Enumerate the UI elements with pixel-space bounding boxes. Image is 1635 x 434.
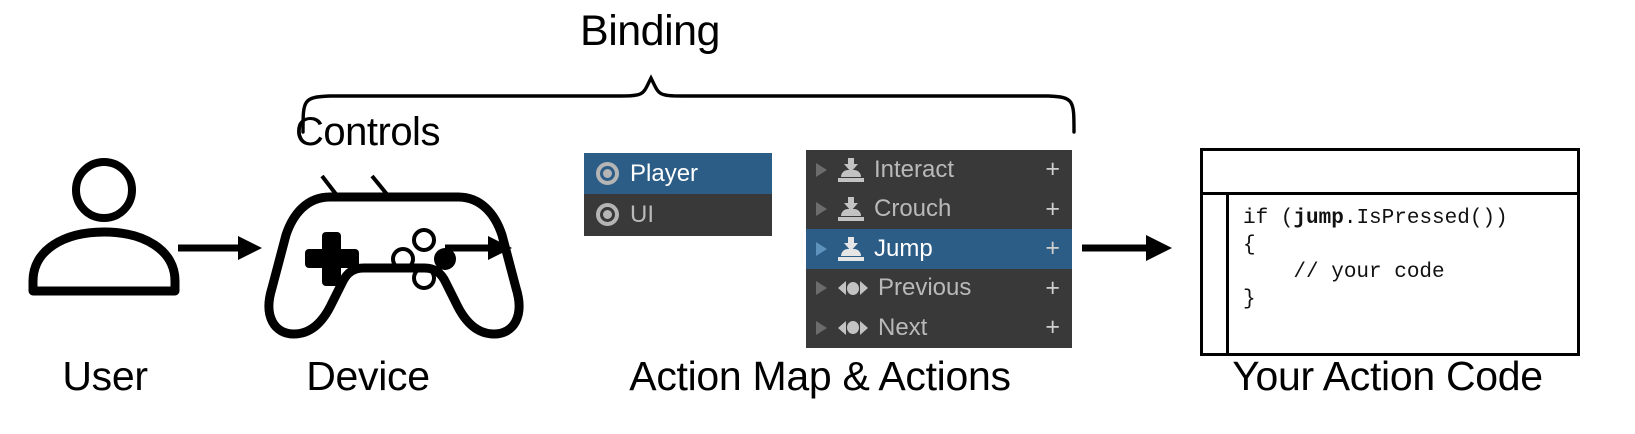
add-binding-button[interactable]: + [1045,155,1060,184]
dpad-cross-icon [305,232,359,286]
action-label: Jump [874,234,933,262]
code-line-4: } [1243,288,1256,311]
action-label: Next [878,313,928,341]
code-line-3: // your code [1243,261,1445,284]
face-buttons-icon [391,228,456,290]
chevron-right-icon[interactable] [816,162,827,177]
action-label: Crouch [874,195,952,223]
code-line-2: { [1243,234,1256,257]
axis-action-icon [838,319,868,337]
controls-label: Controls [295,110,440,154]
actions-panel[interactable]: Interact + Crouch + Jump + Previous [806,150,1072,348]
code-window-titlebar [1203,151,1577,195]
chevron-right-icon[interactable] [816,281,827,296]
code-window: if (jump.IsPressed()) { // your code } [1200,148,1580,356]
arrow-user-to-device-icon [178,236,262,260]
code-window-body: if (jump.IsPressed()) { // your code } [1203,195,1577,353]
action-row-previous[interactable]: Previous + [806,269,1072,309]
code-line-1-suffix: .IsPressed()) [1343,207,1508,230]
binding-label: Binding [580,7,720,55]
add-binding-button[interactable]: + [1045,313,1060,342]
button-action-icon [838,236,864,261]
action-label: Interact [874,155,955,183]
button-action-icon [838,197,864,222]
code-text[interactable]: if (jump.IsPressed()) { // your code } [1229,195,1577,353]
action-map-row-player[interactable]: Player [584,153,772,194]
code-line-1-identifier: jump [1293,207,1344,230]
caption-action-map: Action Map & Actions [629,353,1011,399]
action-map-panel[interactable]: Player UI [584,153,772,236]
arrow-device-to-actionmap-icon [445,236,512,260]
action-row-crouch[interactable]: Crouch + [806,190,1072,230]
action-map-ring-icon [596,162,619,185]
add-binding-button[interactable]: + [1045,234,1060,263]
user-person-icon [28,158,180,296]
caption-code: Your Action Code [1232,353,1543,399]
arrow-actions-to-code-icon [1082,235,1172,261]
binding-brace-icon [301,74,1076,134]
add-binding-button[interactable]: + [1045,273,1060,302]
axis-action-icon [838,279,868,297]
action-label: Previous [878,274,972,302]
chevron-right-icon[interactable] [816,241,827,256]
action-row-interact[interactable]: Interact + [806,150,1072,190]
chevron-right-icon[interactable] [816,320,827,335]
code-line-1-prefix: if ( [1243,207,1294,230]
add-binding-button[interactable]: + [1045,194,1060,223]
caption-device: Device [306,353,430,399]
action-map-label: Player [630,159,699,187]
button-action-icon [838,157,864,182]
gamepad-controller-icon [264,192,524,339]
action-map-label: UI [630,200,654,228]
action-map-ring-icon [596,203,619,226]
chevron-right-icon[interactable] [816,202,827,217]
caption-user: User [62,353,148,399]
action-map-row-ui[interactable]: UI [584,194,772,235]
action-row-jump[interactable]: Jump + [806,229,1072,269]
code-gutter [1203,195,1229,353]
action-row-next[interactable]: Next + [806,308,1072,348]
